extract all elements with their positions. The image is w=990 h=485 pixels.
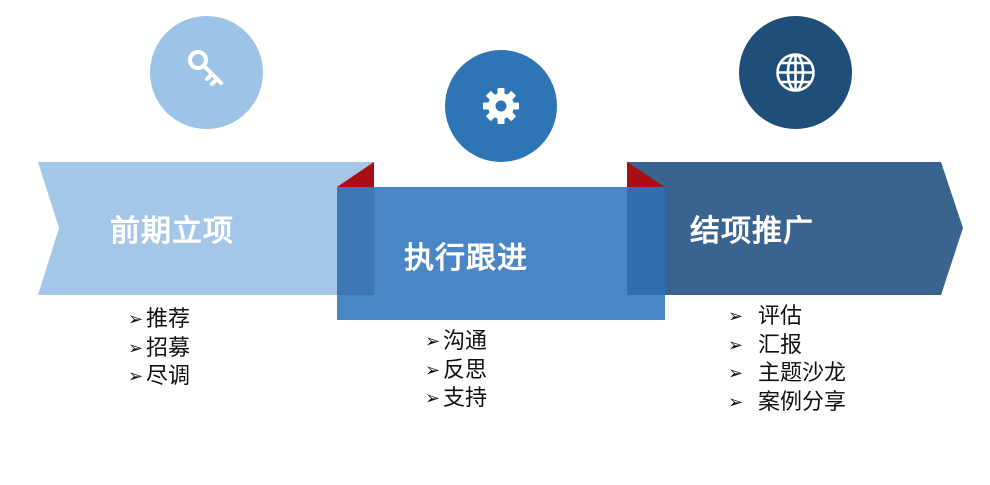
phase1-title: 前期立项 xyxy=(110,214,234,249)
arrow-bullet-icon: ➢ xyxy=(728,391,744,413)
arrow-bullet-icon: ➢ xyxy=(128,366,144,388)
list-item: ➢评估 xyxy=(728,304,803,329)
phase3-list: ➢评估 ➢汇报 ➢主题沙龙 ➢案例分享 xyxy=(728,303,846,417)
list-item: ➢尽调 xyxy=(128,364,191,389)
list-item: ➢沟通 xyxy=(425,329,488,354)
left-fold xyxy=(337,162,374,187)
list-item: ➢推荐 xyxy=(128,307,191,332)
gear-icon xyxy=(483,88,519,124)
list-item: ➢招募 xyxy=(128,335,191,361)
phase2-left-overlap xyxy=(337,187,374,295)
list-item: ➢支持 xyxy=(425,386,488,411)
phase3-circle xyxy=(739,16,852,129)
arrow-bullet-icon: ➢ xyxy=(425,359,441,381)
arrow-bullet-icon: ➢ xyxy=(128,337,144,359)
phase2-right-overlap xyxy=(627,187,665,295)
phase1-chevron xyxy=(38,162,374,295)
list-item: ➢案例分享 xyxy=(728,389,847,415)
right-fold xyxy=(627,162,665,187)
arrow-bullet-icon: ➢ xyxy=(128,309,144,331)
phase1-circle xyxy=(150,16,263,129)
phase1-list: ➢推荐 ➢招募 ➢尽调 xyxy=(128,306,190,392)
arrow-bullet-icon: ➢ xyxy=(728,334,744,356)
list-item: ➢反思 xyxy=(425,357,488,383)
phase2-box xyxy=(337,187,665,320)
arrow-bullet-icon: ➢ xyxy=(728,306,744,328)
phase2-circle xyxy=(445,50,557,162)
list-item: ➢主题沙龙 xyxy=(728,361,847,386)
arrow-bullet-icon: ➢ xyxy=(425,388,441,410)
arrow-bullet-icon: ➢ xyxy=(728,363,744,385)
globe-icon xyxy=(776,53,815,92)
list-item: ➢汇报 xyxy=(728,332,803,358)
phase2-list: ➢沟通 ➢反思 ➢支持 xyxy=(425,328,487,414)
phase3-title: 结项推广 xyxy=(690,214,814,249)
arrow-bullet-icon: ➢ xyxy=(425,331,441,353)
phase3-chevron xyxy=(627,162,963,295)
key-icon xyxy=(188,50,223,86)
phase2-title: 执行跟进 xyxy=(404,241,528,276)
